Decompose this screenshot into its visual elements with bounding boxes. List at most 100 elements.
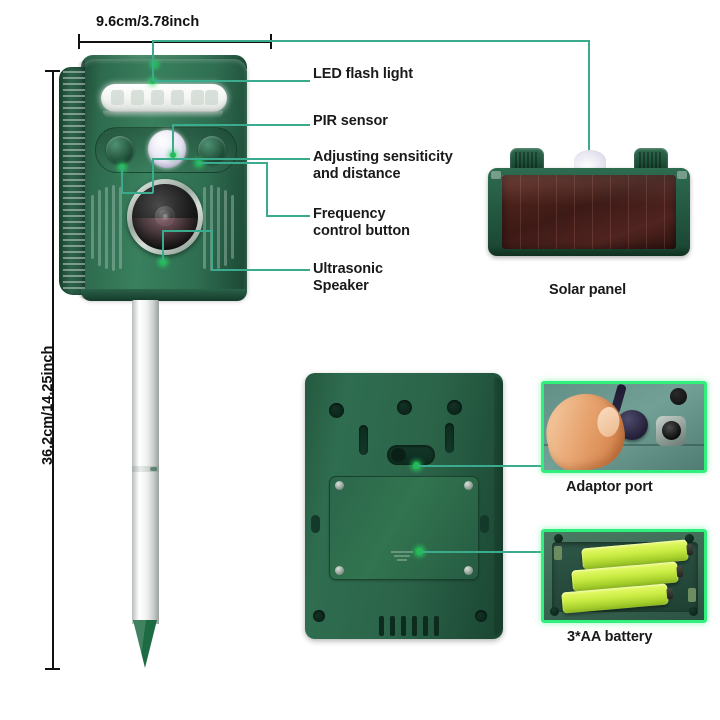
label-speaker-line1: Ultrasonic [313,261,383,277]
leader-sensitivity-riser [152,158,154,193]
solar-corner-tab-tr [677,171,687,179]
leader-speaker [211,269,310,271]
back-housing [305,373,503,639]
label-frequency-line1: Frequency [313,206,386,222]
sensitivity-knob[interactable] [106,136,134,164]
callout-dot-pir [170,152,176,158]
height-dimension-tick-top [45,70,60,72]
leader-sensitivity-stub [121,192,153,194]
control-knob-panel: · · · · [95,127,237,173]
battery-clip-right [688,588,696,602]
callout-dot-adaptor [413,462,420,469]
leader-adaptor [418,465,541,467]
device-front-view: · · · · [57,53,255,303]
side-vent-fins [59,67,85,295]
label-ultrasonic-speaker: Ultrasonic Speaker [313,261,383,296]
battery-screw-tl [554,534,563,543]
solar-knob-right[interactable] [634,148,668,170]
stake-tip [133,620,157,668]
solar-corner-tab-tl [491,171,501,179]
battery-tray [552,539,698,614]
pir-sensor-dome [148,130,186,168]
leader-frequency-vertical [266,162,268,216]
adaptor-port-photo [541,381,707,473]
adaptor-hole-top-right [670,388,687,405]
width-dimension-tick-left [78,34,80,49]
mount-hole-right [447,400,462,415]
leader-led-vertical [152,62,154,82]
callout-dot-speaker [160,259,166,265]
leader-speaker-stub [162,230,212,232]
device-back-view [305,373,510,643]
battery-clip-left [554,546,562,560]
open-direction-arrow [391,551,413,565]
leader-battery [421,551,541,553]
label-frequency-line2: control button [313,223,410,240]
ultrasonic-speaker-assembly [87,175,241,287]
side-cutout-right [480,515,489,533]
mount-hole-left [329,403,344,418]
solar-knob-left[interactable] [510,148,544,170]
mount-hole-center [397,400,412,415]
height-dimension-tick-bottom [45,668,60,670]
speaker-chrome-ring [127,179,203,255]
leader-sensitivity [152,158,310,160]
solar-module-case [488,168,690,256]
bottom-hole-right [475,610,487,622]
device-bottom-edge [81,289,247,301]
speaker-cone [132,184,198,250]
speaker-vent-left [91,185,125,273]
battery-compartment-cover [329,476,479,580]
speaker-vent-right [203,185,237,273]
leader-speaker-vertical [162,230,164,262]
back-right-bevel [494,377,503,635]
battery-compartment-photo [541,529,707,623]
leader-solar-horizontal [152,40,590,42]
led-strip-shadow [103,111,223,118]
cover-screw-bl [335,566,344,575]
callout-dot-battery [416,548,423,555]
battery-screw-bl [550,607,559,616]
adaptor-dc-port[interactable] [656,416,686,446]
bottom-vent-slots [379,616,441,636]
cover-screw-tr [464,481,473,490]
label-pir-sensor: PIR sensor [313,113,388,129]
led-flash-strip [101,84,227,112]
adaptor-panel-ridge [544,444,704,446]
speaker-dust-cap [155,206,175,226]
leader-sensitivity-vertical [121,166,123,193]
leader-led [152,80,310,82]
width-dimension-label: 9.6cm/3.78inch [96,14,200,30]
mount-slot-left [359,425,368,455]
leader-solar-riser-left [152,40,154,64]
label-frequency-control-button: Frequency control button [313,206,410,241]
stake-joint [132,466,159,473]
caption-battery: 3*AA battery [567,629,653,645]
mount-slot-right [445,423,454,453]
cover-screw-tl [335,481,344,490]
stake-upper-pole [132,300,159,468]
side-cutout-left [311,515,320,533]
height-dimension-line [52,70,54,670]
solar-panel-module [488,148,690,258]
frequency-knob[interactable] [198,136,226,164]
battery-screw-tr [685,534,694,543]
keyhole-mount [387,445,435,465]
cover-screw-br [464,566,473,575]
bottom-hole-left [313,610,325,622]
stake-tip-highlight [134,620,146,664]
caption-adaptor-port: Adaptor port [566,479,653,495]
stake-lower-pole [132,472,159,624]
label-led-flash-light: LED flash light [313,66,414,82]
width-dimension-line [78,41,272,43]
solar-cell [502,175,676,249]
leader-pir-vertical [172,124,174,154]
leader-frequency [266,215,310,217]
height-dimension-label: 36.2cm/14.25inch [40,345,56,465]
fingernail [595,405,621,438]
leader-pir [172,124,310,126]
leader-frequency-stub [198,162,268,164]
label-adjusting-sensitivity-line2: and distance [313,166,401,183]
caption-solar-panel: Solar panel [549,282,627,298]
